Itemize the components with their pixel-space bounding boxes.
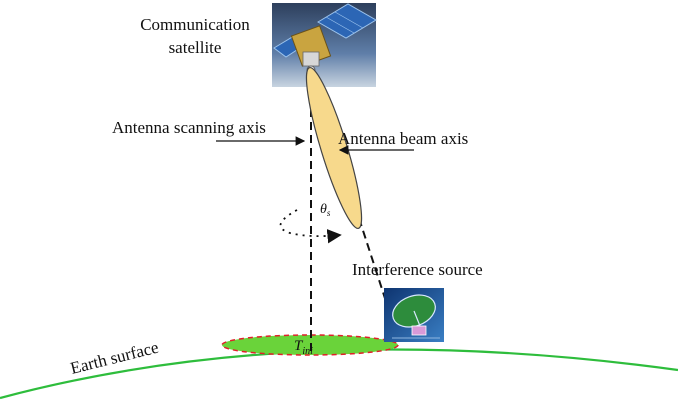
dish-antenna-image-icon bbox=[384, 288, 444, 342]
rotation-arc bbox=[279, 209, 342, 244]
beam-axis-label: Antenna beam axis bbox=[338, 129, 468, 148]
satellite-label-line2: satellite bbox=[169, 38, 222, 57]
footprint-label: Tini bbox=[294, 338, 313, 357]
theta-symbol: θs bbox=[320, 202, 331, 218]
interference-source-label: Interference source bbox=[352, 260, 483, 279]
scanning-axis-label: Antenna scanning axis bbox=[112, 118, 266, 137]
satellite-image-icon bbox=[272, 3, 377, 87]
antenna-beam-ellipse bbox=[305, 66, 363, 230]
satellite-label-line1: Communication bbox=[140, 15, 250, 34]
